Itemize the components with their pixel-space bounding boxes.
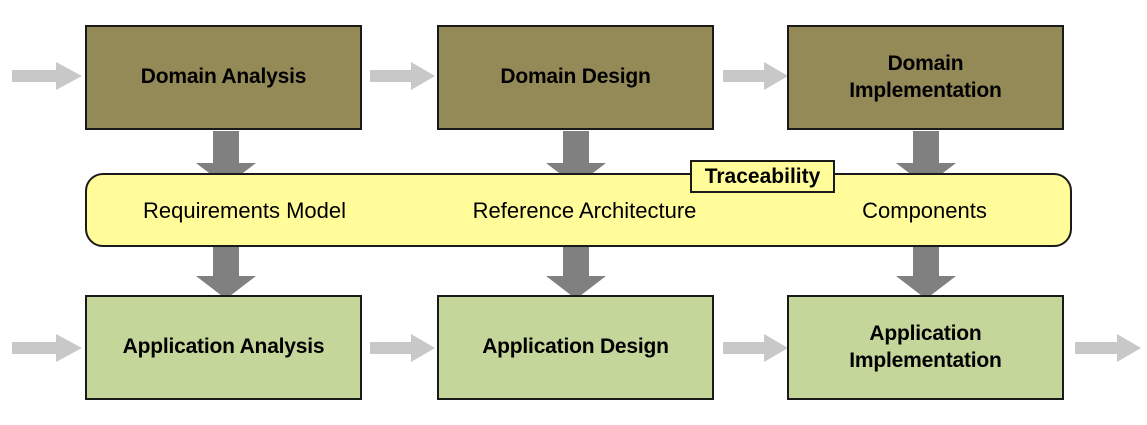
arrow-right-icon-out-of-application-implementation — [1075, 334, 1141, 362]
traceability-callout[interactable]: Traceability — [690, 160, 835, 193]
artifact-label-requirements-model: Requirements Model — [143, 198, 346, 223]
traceability-label: Traceability — [704, 164, 821, 188]
artifact-panel: Requirements Model Reference Architectur… — [85, 173, 1072, 247]
process-box-domain-design[interactable]: Domain Design — [437, 25, 714, 130]
arrow-down-icon-reference-architecture-to-application-design — [546, 244, 606, 299]
arrow-down-icon-components-to-application-implementation — [896, 244, 956, 299]
process-box-label: Application Analysis — [122, 335, 325, 359]
process-box-application-design[interactable]: Application Design — [437, 295, 714, 400]
process-box-label: Domain Analysis — [140, 65, 307, 89]
process-box-label: Application Design — [482, 335, 669, 359]
process-box-domain-analysis[interactable]: Domain Analysis — [85, 25, 362, 130]
arrow-right-icon-application-design-to-application-implementation — [723, 334, 788, 362]
process-box-application-analysis[interactable]: Application Analysis — [85, 295, 362, 400]
arrow-down-icon-requirements-model-to-application-analysis — [196, 244, 256, 299]
arrow-down-icon-domain-analysis-to-requirements-model — [196, 131, 256, 186]
arrow-right-icon-domain-analysis-to-domain-design — [370, 62, 435, 90]
arrow-down-icon-domain-implementation-to-components — [896, 131, 956, 186]
process-box-label: Domain Design — [500, 65, 651, 89]
arrow-right-icon-into-domain-analysis — [12, 62, 82, 90]
arrow-right-icon-domain-design-to-domain-implementation — [723, 62, 788, 90]
artifact-label-reference-architecture: Reference Architecture — [472, 198, 697, 223]
arrow-right-icon-application-analysis-to-application-design — [370, 334, 435, 362]
arrow-down-icon-domain-design-to-reference-architecture — [546, 131, 606, 186]
artifact-label-components: Components — [862, 198, 987, 223]
arrow-right-icon-into-application-analysis — [12, 334, 82, 362]
